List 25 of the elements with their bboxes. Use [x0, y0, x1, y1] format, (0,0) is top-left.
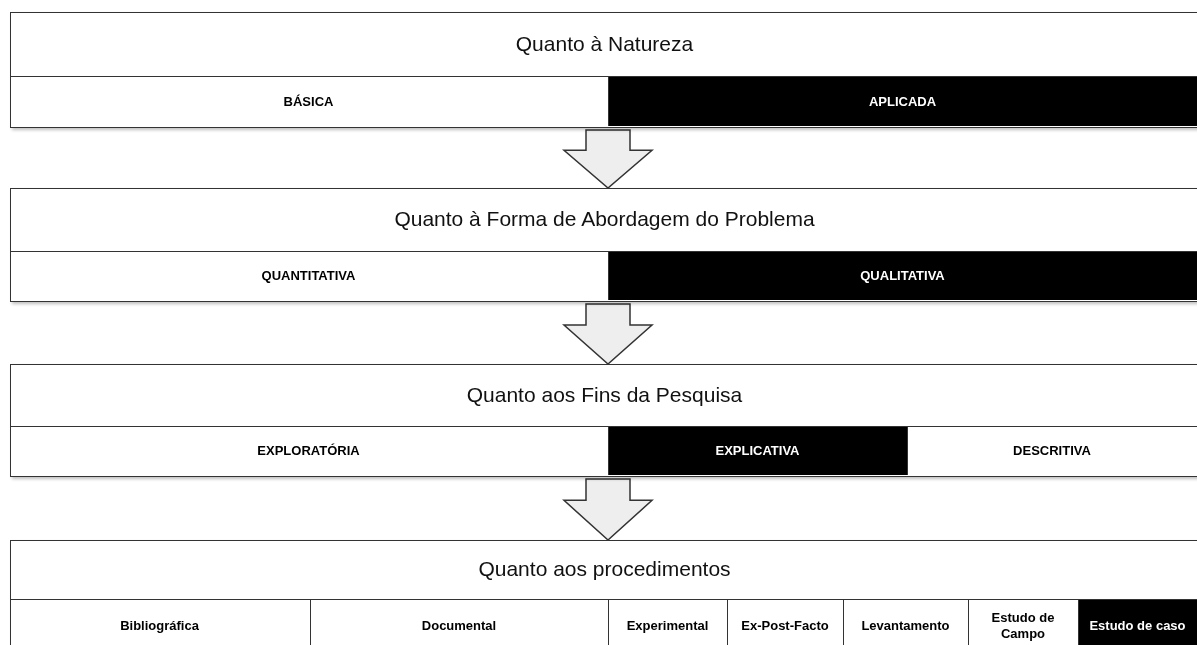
- block-arrow: [562, 303, 654, 365]
- category-cell: Estudo de Campo: [967, 599, 1078, 645]
- section-title: Quanto aos procedimentos: [477, 557, 732, 581]
- section-band: [10, 364, 1197, 477]
- section-title: Quanto aos Fins da Pesquisa: [465, 382, 744, 407]
- category-cell: EXPLICATIVA: [607, 426, 907, 475]
- section-band: [10, 540, 1197, 645]
- category-cell: QUALITATIVA: [607, 251, 1197, 300]
- section-title: Quanto à Forma de Abordagem do Problema: [393, 207, 816, 231]
- category-cell: EXPLORATÓRIA: [9, 426, 608, 475]
- category-cell: BÁSICA: [9, 76, 608, 126]
- category-cell: DESCRITIVA: [906, 426, 1197, 475]
- section-band: [10, 188, 1197, 302]
- block-arrow: [562, 478, 654, 541]
- category-cell: Documental: [309, 599, 608, 645]
- section-band: [10, 12, 1197, 128]
- category-cell: QUANTITATIVA: [9, 251, 608, 300]
- category-cell: Bibliográfica: [9, 599, 310, 645]
- section-title: Quanto à Natureza: [514, 31, 695, 56]
- block-arrow: [561, 129, 655, 189]
- category-cell: Experimental: [607, 599, 727, 645]
- category-cell: Levantamento: [842, 599, 968, 645]
- category-cell: APLICADA: [607, 76, 1197, 126]
- category-cell: Estudo de caso: [1077, 599, 1197, 645]
- category-cell: Ex-Post-Facto: [726, 599, 843, 645]
